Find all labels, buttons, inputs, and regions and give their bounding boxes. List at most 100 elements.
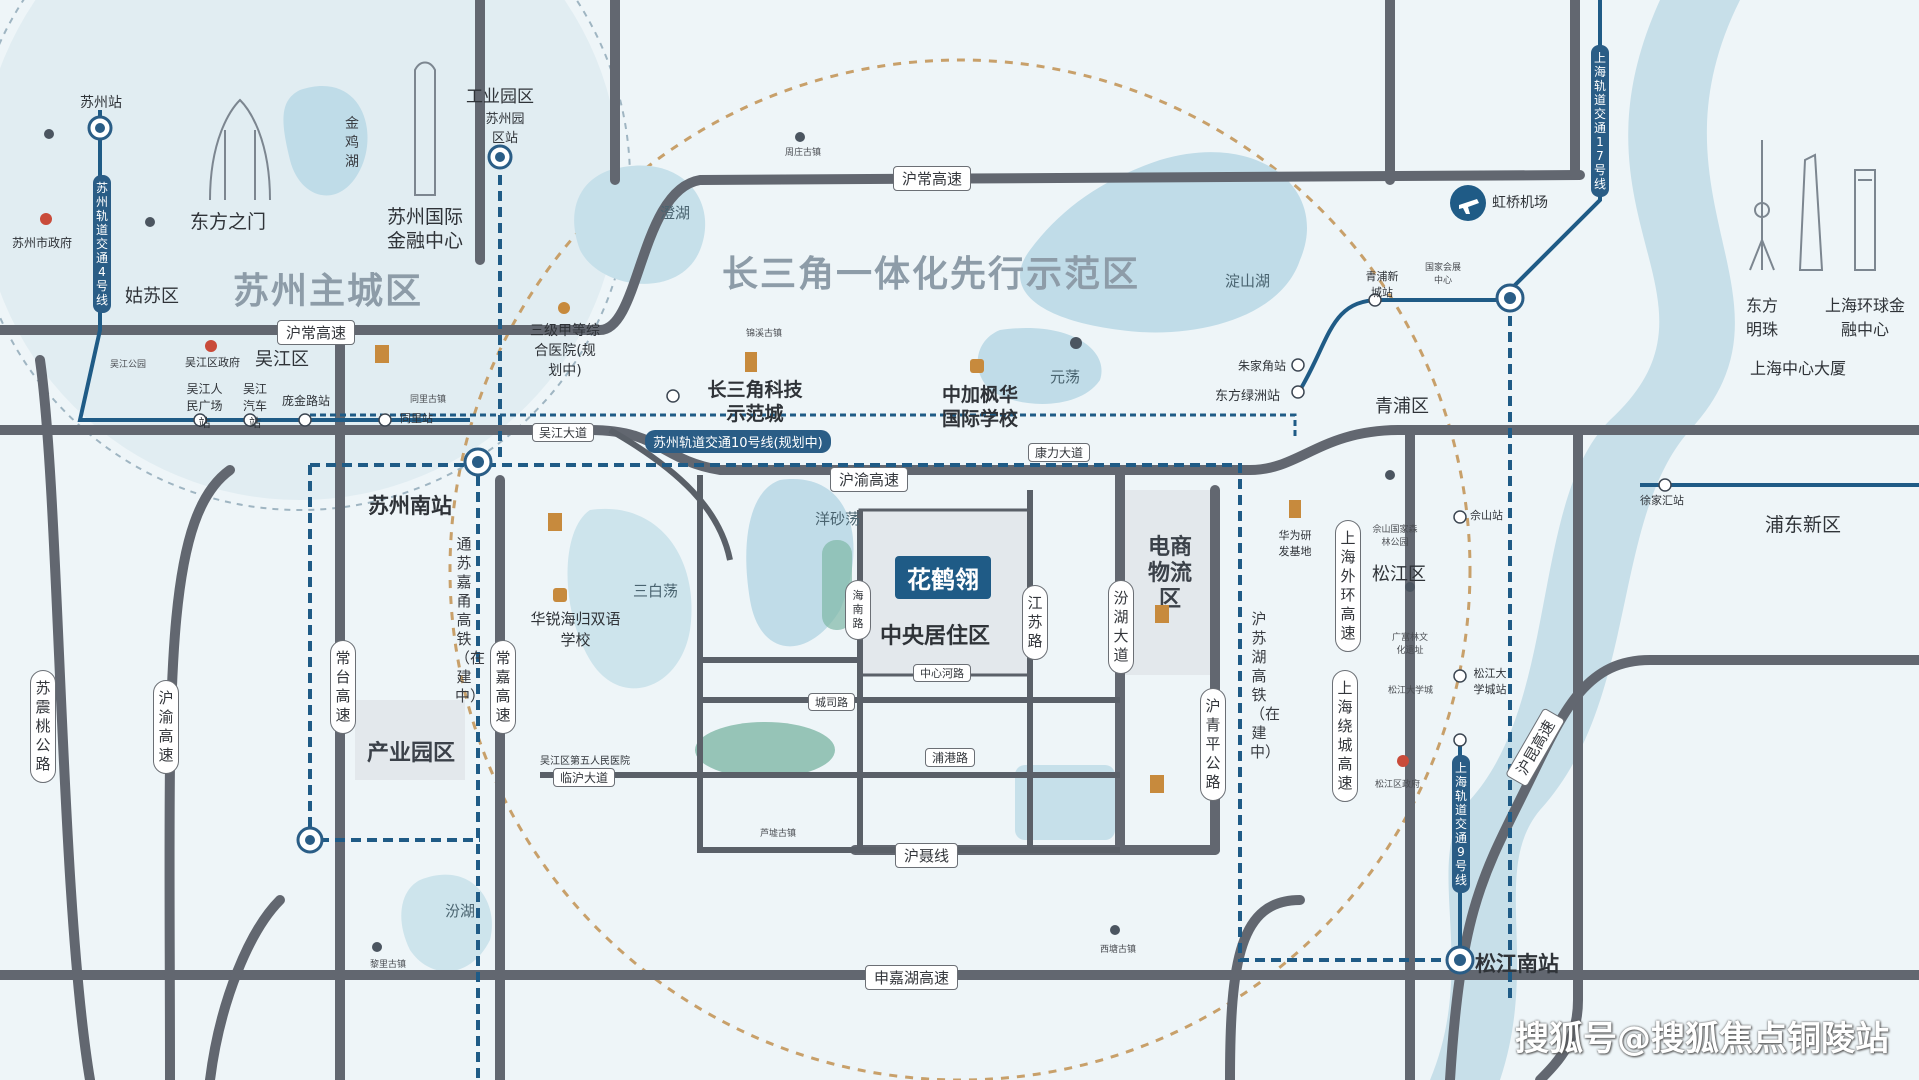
landmark-east-gate: 东方之门 (190, 211, 267, 233)
district-suzhou-main: 苏州主城区 (233, 271, 424, 312)
station-songjiang-univ: 松江大学城站 (1473, 667, 1507, 696)
road-huyu: 沪渝高速 (830, 467, 909, 492)
lake-fenhu (401, 874, 492, 972)
center-zone-circle (448, 58, 1472, 1080)
local-roads (540, 427, 1120, 853)
district-logistics: 电商物流区 (1147, 535, 1192, 612)
landmark-jinji-lake: 金鸡湖 (345, 116, 359, 170)
park-yangsha (822, 540, 852, 630)
road-fenhu: 汾湖大道 (1108, 580, 1134, 674)
hospital-icon (558, 302, 570, 314)
road-shenjiahu: 申嘉湖高速 (865, 965, 959, 990)
road-huyu-left: 沪渝高速 (153, 680, 179, 774)
district-qingpu: 青浦区 (1375, 396, 1429, 417)
district-gusu: 姑苏区 (125, 286, 179, 307)
station-qingpu-xincheng: 青浦新城站 (1365, 270, 1399, 299)
poi-expo-center: 国家会展中心 (1424, 263, 1461, 286)
metro-line9-label: 上海轨道交通9号线 (1452, 755, 1470, 893)
landmark-suzhou-gov: 苏州市政府 (12, 236, 73, 250)
government-icon (205, 340, 217, 352)
road-changtai: 常台高速 (330, 640, 356, 734)
hongqiao-rail-marker (1495, 283, 1525, 313)
station-dongfang-lvzhou: 东方绿洲站 (1215, 389, 1281, 404)
airplane-icon (1450, 185, 1486, 221)
building-icon (1155, 605, 1169, 623)
swfc-icon (1854, 169, 1876, 271)
watermark: 搜狐号@搜狐焦点铜陵站 (1515, 1019, 1889, 1059)
road-chenghe: 城司路 (808, 693, 855, 711)
building-icon (745, 352, 757, 372)
water-chenghu: 澄湖 (660, 204, 691, 222)
lake-dianshan (1020, 152, 1308, 333)
landmark-hospital: 三级甲等综合医院(规划中) (530, 323, 600, 379)
location-dot-icon (1110, 925, 1120, 935)
station-sheshan: 佘山站 (1470, 509, 1503, 522)
poi-zhouzhuang: 周庄古镇 (785, 148, 822, 158)
metro-line10-label: 苏州轨道交通10号线(规划中) (645, 430, 831, 453)
suzhou-station-marker (87, 115, 113, 141)
station-suzhou-south: 苏州南站 (368, 494, 452, 518)
building-icon (1289, 500, 1301, 518)
station-tongli: 同里站 (400, 412, 433, 425)
station-songjiang-south: 松江南站 (1475, 952, 1559, 976)
location-dot-icon (1385, 470, 1395, 480)
songjiang-south-marker (1445, 945, 1475, 975)
logistics-block (1120, 490, 1215, 675)
sh-tower-icon (1798, 153, 1824, 271)
project-area-label: 中央居住区 (880, 624, 991, 649)
suzhou-south-marker (463, 447, 493, 477)
poi-wujiang-gov: 吴江区政府 (185, 356, 240, 369)
station-xujiahui: 徐家汇站 (1640, 494, 1684, 507)
skyline-icons (209, 61, 1876, 271)
yuanqu-station-marker (487, 144, 513, 170)
location-dot-icon (795, 132, 805, 142)
ifc-tower-icon (414, 61, 436, 196)
poi-lili: 黎里古镇 (370, 960, 407, 970)
water-yangshadang: 洋砂荡 (815, 510, 861, 528)
industrial-block (355, 700, 465, 780)
poi-tongli-town: 同里古镇 (410, 395, 447, 405)
road-changjia: 常嘉高速 (490, 640, 516, 734)
lake-sanbai (567, 508, 692, 689)
location-dot-icon (44, 129, 54, 139)
landmark-huarui-school: 华锐海归双语学校 (530, 610, 621, 649)
district-songjiang: 松江区 (1372, 564, 1426, 585)
road-huqing: 沪青平公路 (1200, 688, 1226, 801)
rail-hususu: 沪苏湖高铁（在建中） (1250, 610, 1281, 761)
water-yuandang: 元荡 (1050, 368, 1081, 386)
road-haidi: 海南路 (845, 580, 871, 640)
label-gongyeyuan: 工业园区 (466, 87, 534, 107)
station-yuanqu: 苏州园区站 (485, 112, 525, 146)
road-sugu: 苏震桃公路 (30, 670, 56, 783)
location-dot-icon (145, 217, 155, 227)
poi-songjiang-univ: 松江大学城 (1388, 686, 1434, 696)
school-icon (553, 588, 567, 602)
landmark-swfc: 上海环球金融中心 (1825, 296, 1906, 339)
government-icon (40, 213, 52, 225)
poi-sheshan-park: 佘山国家森林公园 (1372, 525, 1418, 548)
landmark-sh-tower: 上海中心大厦 (1750, 359, 1847, 378)
poi-songjiang-gov: 松江区政府 (1375, 780, 1421, 790)
poi-jinxi: 锦溪古镇 (746, 329, 783, 339)
road-huchang-left: 沪常高速 (277, 320, 356, 345)
district-industrial: 产业园区 (367, 741, 456, 766)
landmark-oriental-pearl: 东方明珠 (1745, 296, 1778, 339)
lake-jinji (283, 86, 368, 196)
water-dianshan: 淀山湖 (1225, 272, 1271, 290)
metro-line10 (310, 413, 1297, 440)
water-sanbaidang: 三白荡 (633, 582, 679, 600)
landmark-yangtze-tech: 长三角科技示范城 (707, 379, 803, 425)
project-name[interactable]: 花鹤翎 (895, 556, 991, 599)
poi-wujiang-bus: 吴江汽车站 (242, 382, 267, 430)
building-icon (548, 513, 562, 531)
rail-tongsujia: 通苏嘉甬高铁（在建中） (455, 535, 486, 705)
district-pudong: 浦东新区 (1765, 514, 1842, 536)
road-zhongxin: 中心河路 (913, 664, 971, 682)
poi-pangjin: 庞金路站 (282, 394, 331, 408)
road-huchang-top: 沪常高速 (893, 166, 972, 191)
poi-guangfulin: 广富林文化遗址 (1391, 633, 1428, 656)
poi-huawei: 华为研发基地 (1278, 529, 1312, 558)
location-dot-icon (1070, 337, 1082, 349)
landmark-sz-ifc: 苏州国际金融中心 (386, 206, 463, 252)
road-jiangsu: 江苏路 (1022, 585, 1048, 660)
